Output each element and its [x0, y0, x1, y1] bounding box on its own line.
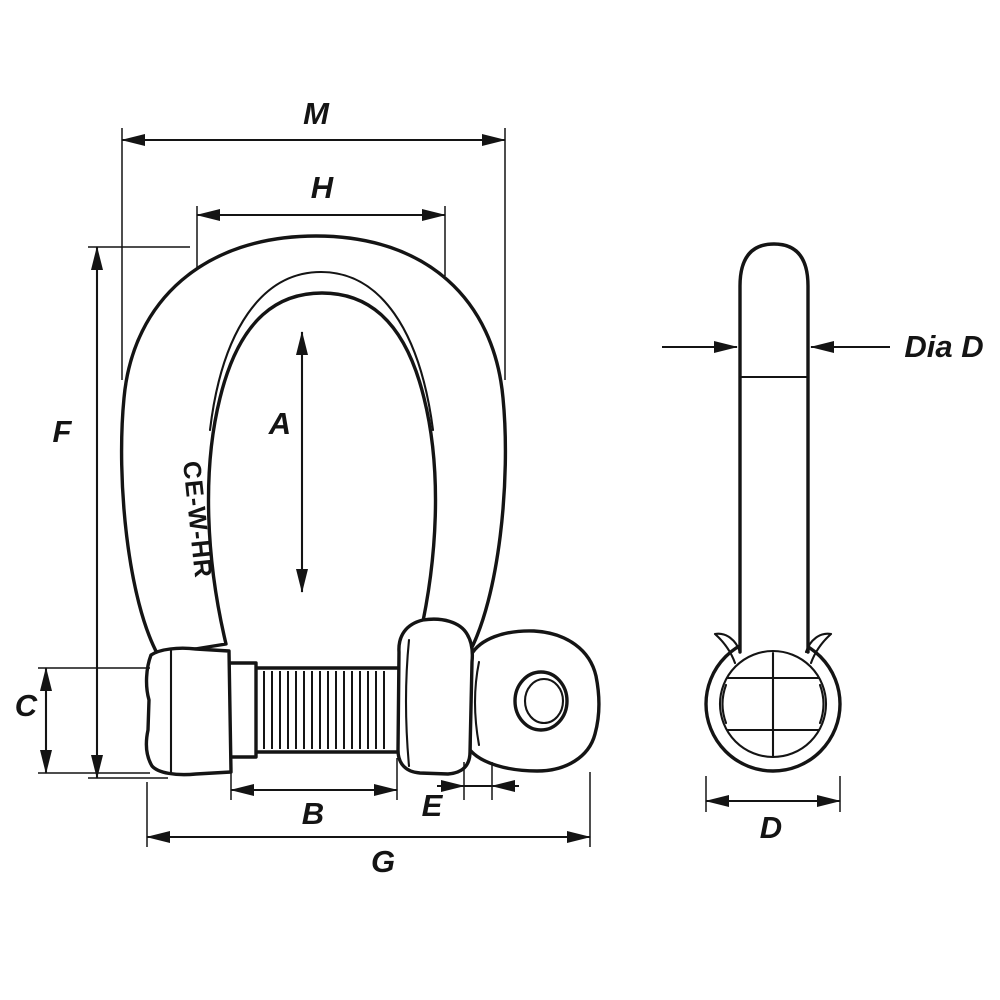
- dimension-m: M: [121, 96, 506, 380]
- front-view-dimensions: M H A F: [15, 96, 591, 879]
- side-view: Dia D D: [662, 242, 984, 845]
- side-view-dimensions: Dia D D: [662, 329, 984, 845]
- pin-head-hole: [513, 670, 569, 732]
- head-left-bracket-arc: [721, 683, 728, 725]
- dim-label-a: A: [268, 406, 291, 441]
- dim-label-dia-d: Dia D: [904, 329, 983, 364]
- bow-inner-edge-line: [208, 270, 435, 432]
- left-lug: [144, 646, 233, 777]
- right-lug-shading-line: [404, 638, 411, 768]
- pin-body: [704, 242, 842, 773]
- dimension-dia-d: Dia D: [662, 329, 984, 364]
- pin-shank: [738, 242, 810, 654]
- head-left-ear: [713, 632, 742, 665]
- dim-label-m: M: [303, 96, 330, 131]
- dimension-d: D: [705, 776, 841, 845]
- dimension-a: A: [268, 331, 308, 593]
- dim-label-c: C: [15, 688, 38, 723]
- pin-shaft: [242, 666, 404, 754]
- dim-label-g: G: [371, 844, 395, 879]
- pin-head-neck-line: [473, 660, 481, 747]
- head-right-ear: [804, 632, 833, 665]
- pin-head-hole-inner: [523, 677, 565, 725]
- dimension-f: F: [53, 246, 190, 779]
- pin-thread-hatching: [263, 671, 385, 749]
- dimension-c: C: [15, 667, 150, 774]
- dim-label-b: B: [302, 796, 324, 831]
- dimension-e: E: [422, 762, 519, 823]
- dimension-g: G: [146, 772, 591, 879]
- dim-label-e: E: [422, 788, 444, 823]
- right-lug: [396, 617, 475, 776]
- dim-label-h: H: [311, 170, 334, 205]
- shackle-body: CE-W-HR: [119, 234, 601, 777]
- bow-outline: [119, 234, 508, 657]
- front-view: CE-W-HR M H A: [15, 96, 601, 879]
- dim-label-f: F: [53, 414, 73, 449]
- dim-label-d: D: [760, 810, 782, 845]
- dimension-b: B: [230, 758, 398, 831]
- dimension-h: H: [196, 170, 446, 276]
- head-right-bracket-arc: [818, 683, 825, 725]
